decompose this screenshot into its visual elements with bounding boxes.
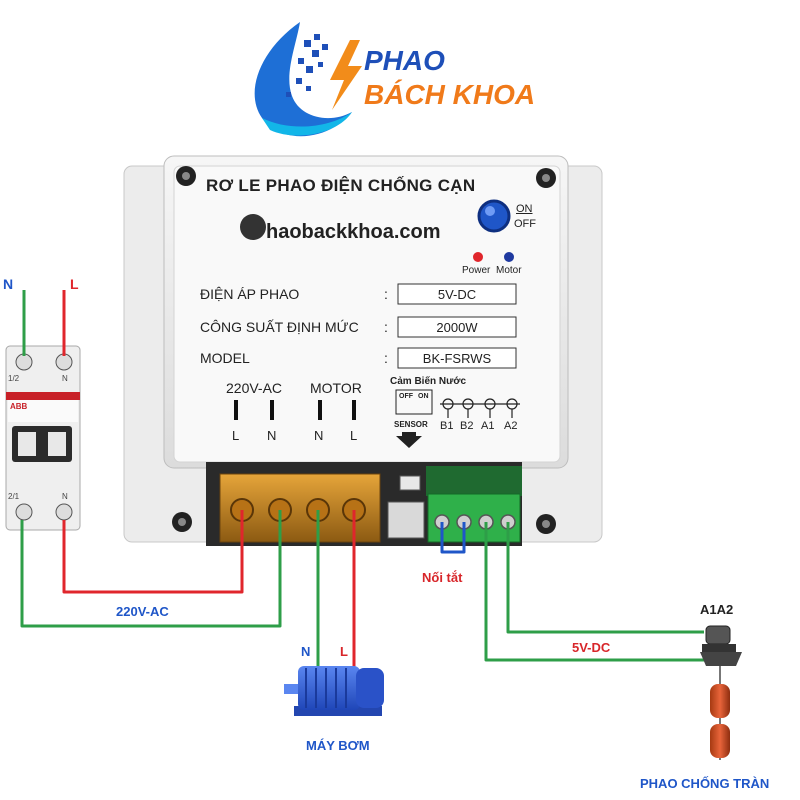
sensor-switch-symbol xyxy=(395,389,433,415)
breaker-label-panel xyxy=(8,400,78,422)
wire-dc-a2 xyxy=(506,522,704,634)
breaker-l-label: L xyxy=(70,276,79,292)
sensor-a1-label: A1 xyxy=(481,420,495,432)
wire-dc-a1 xyxy=(484,522,704,662)
spec-colon: : xyxy=(384,286,388,302)
pump-shaft xyxy=(284,684,300,694)
breaker-toggle xyxy=(48,432,66,456)
wires xyxy=(20,290,704,672)
breaker-screw-icon xyxy=(55,353,73,371)
terminal-marks xyxy=(234,400,356,420)
relay-device xyxy=(123,155,603,546)
float-ball-upper xyxy=(710,684,730,718)
brand-line1: PHAO xyxy=(364,45,445,76)
breaker-top-left: 1/2 xyxy=(8,374,20,383)
brand-line2: BÁCH KHOA xyxy=(364,79,535,110)
slide-switch[interactable] xyxy=(399,475,421,491)
pump-end-cap xyxy=(356,668,384,708)
spec-value-box xyxy=(397,283,517,305)
sensor-down-arrow-icon xyxy=(396,432,422,448)
device-website: haobackkhoa.com xyxy=(266,221,441,243)
power-led-icon xyxy=(473,252,483,262)
spec-value-box xyxy=(397,347,517,369)
breaker-n-label: N xyxy=(3,276,14,292)
float-switch xyxy=(700,625,742,760)
spec-label: CÔNG SUẤT ĐỊNH MỨC xyxy=(200,319,359,335)
screw-icon xyxy=(172,512,192,532)
pump-fins xyxy=(305,668,347,708)
sensor-title: Cảm Biến Nước xyxy=(390,376,467,387)
device-title: RƠ LE PHAO ĐIỆN CHỐNG CẠN xyxy=(206,176,476,195)
spec-value: 5V-DC xyxy=(437,287,477,302)
button-highlight xyxy=(485,206,495,216)
breaker-bottom-left: 2/1 xyxy=(8,492,20,501)
ac-group-label: 220V-AC xyxy=(226,380,283,396)
pump-body xyxy=(298,666,360,710)
float-bracket xyxy=(702,644,736,652)
sensor-b1-label: B1 xyxy=(440,420,454,432)
screw-icon xyxy=(176,166,196,186)
on-label: ON xyxy=(516,203,533,215)
screw-icon xyxy=(536,168,556,188)
float-mount xyxy=(700,652,742,666)
breaker-screw-icon xyxy=(15,503,33,521)
lightning-bolt-icon xyxy=(330,40,362,110)
breaker-screw-icon xyxy=(55,503,73,521)
brand-logo xyxy=(254,22,362,137)
pump-l-label: L xyxy=(340,644,348,659)
water-pump xyxy=(284,666,384,716)
sensor-on-label: ON xyxy=(418,393,429,400)
spec-value: BK-FSRWS xyxy=(422,351,492,366)
float-cap xyxy=(705,625,731,645)
motor-led-icon xyxy=(504,252,514,262)
terminal-letter: N xyxy=(267,428,277,443)
pump-label: MÁY BƠM xyxy=(306,738,370,753)
breaker-toggle xyxy=(18,432,36,456)
screw-icon xyxy=(536,514,556,534)
sensor-off-label: OFF xyxy=(399,393,413,400)
terminal-letter: L xyxy=(350,428,358,443)
motor-label: Motor xyxy=(496,265,522,276)
sensor-label: SENSOR xyxy=(394,420,428,429)
ac-line-label: 220V-AC xyxy=(116,604,169,619)
wire-n-ac xyxy=(20,510,282,628)
onoff-button[interactable] xyxy=(477,199,511,233)
breaker-screw-icon xyxy=(15,353,33,371)
sensor-contact-symbols xyxy=(440,398,520,418)
logo-wave-shape xyxy=(262,112,352,136)
breaker-brand: ABB xyxy=(10,402,28,411)
float-ball-lower xyxy=(710,724,730,758)
motor-group-label: MOTOR xyxy=(310,380,362,396)
pump-n-label: N xyxy=(301,644,311,659)
breaker-top-right: N xyxy=(62,374,68,383)
spec-colon: : xyxy=(384,319,388,335)
sensor-b2-label: B2 xyxy=(460,420,474,432)
power-label: Power xyxy=(462,265,491,276)
breaker-bottom-right: N xyxy=(62,492,68,501)
terminal-letter: L xyxy=(232,428,240,443)
wire-l-ac xyxy=(62,510,244,594)
jumper-label: Nối tắt xyxy=(422,570,463,585)
dc-line-label: 5V-DC xyxy=(572,640,611,655)
logo-drop-shape xyxy=(254,22,352,137)
pump-base xyxy=(294,706,382,716)
spec-colon: : xyxy=(384,350,388,366)
jumper-wire xyxy=(440,522,466,554)
breaker-red-band xyxy=(6,392,80,400)
float-label: PHAO CHỐNG TRÀN xyxy=(640,776,770,791)
spec-label: ĐIỆN ÁP PHAO xyxy=(200,286,300,302)
site-logo-icon xyxy=(240,214,266,240)
pcb-edge xyxy=(426,466,522,496)
spec-value-box xyxy=(397,316,517,338)
off-label: OFF xyxy=(514,218,536,230)
spec-label: MODEL xyxy=(200,350,250,366)
spec-value: 2000W xyxy=(436,320,478,335)
float-terminal-label: A1A2 xyxy=(700,602,734,617)
sensor-a2-label: A2 xyxy=(504,420,518,432)
terminal-letter: N xyxy=(314,428,324,443)
sensor-connector xyxy=(387,501,425,539)
logo-pixel-squares xyxy=(286,34,328,97)
